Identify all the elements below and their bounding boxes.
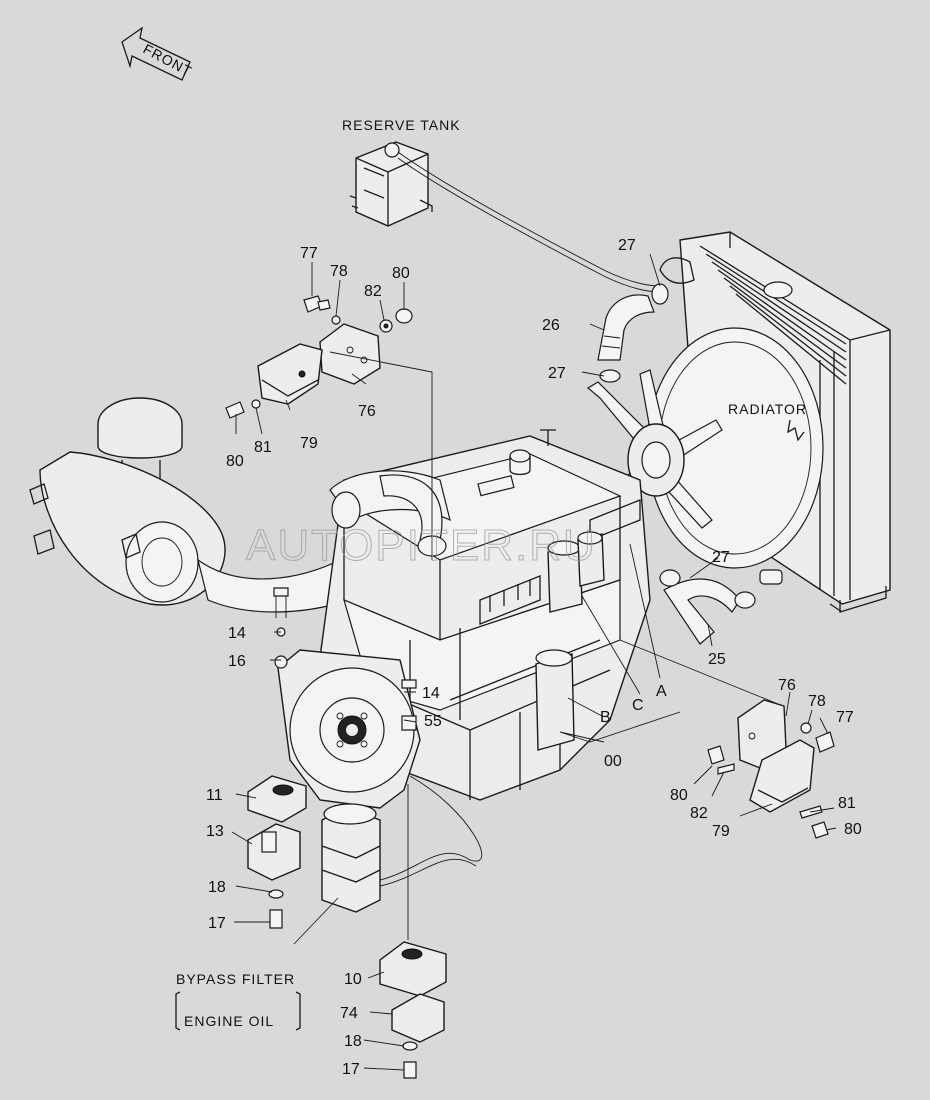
mount-right: [379, 941, 447, 1079]
reserve-tank: RESERVE TANK: [342, 117, 461, 227]
callout-26: 26: [542, 317, 560, 334]
callout-78-top: 78: [330, 263, 348, 280]
callout-82-top: 82: [364, 283, 382, 300]
callout-80-right-top: 80: [670, 787, 688, 804]
air-cleaner: [29, 397, 351, 613]
callout-00: 00: [604, 753, 622, 770]
callout-55: 55: [424, 713, 442, 730]
callout-80-top: 80: [392, 265, 410, 282]
callout-76-top: 76: [358, 403, 376, 420]
bypass-filter-label: BYPASS FILTER: [176, 971, 295, 987]
callout-25: 25: [708, 651, 726, 668]
callout-81-left: 81: [254, 439, 272, 456]
callout-labels: 77 78 82 80 76 79 80 81 27 26 27 27 25 1…: [206, 237, 862, 1078]
callout-13: 13: [206, 823, 224, 840]
callout-82-right: 82: [690, 805, 708, 822]
callout-27-middle: 27: [548, 365, 566, 382]
callout-79-right: 79: [712, 823, 730, 840]
callout-16: 16: [228, 653, 246, 670]
callout-74: 74: [340, 1005, 358, 1022]
callout-27-upper: 27: [618, 237, 636, 254]
mount-left: [247, 775, 307, 929]
callout-A: A: [656, 683, 667, 700]
engine-oil-label: ENGINE OIL: [184, 1013, 274, 1029]
overflow-hose: [397, 151, 661, 287]
callout-80-right-bottom: 80: [844, 821, 862, 838]
radiator: RADIATOR: [646, 231, 891, 613]
radiator-label: RADIATOR: [728, 401, 807, 417]
front-arrow: FRONT: [121, 26, 195, 81]
callout-14-left: 14: [228, 625, 246, 642]
callout-B: B: [600, 709, 611, 726]
callout-80-left: 80: [226, 453, 244, 470]
callout-27-lower: 27: [712, 549, 730, 566]
callout-18-bottom: 18: [344, 1033, 362, 1050]
callout-14-center: 14: [422, 685, 440, 702]
callout-77-top: 77: [300, 245, 318, 262]
hardware: [225, 295, 835, 839]
lower-radiator-hose: [659, 569, 756, 645]
callout-10: 10: [344, 971, 362, 988]
callout-18-left: 18: [208, 879, 226, 896]
callout-11: 11: [206, 787, 223, 804]
leader-lines: [231, 253, 837, 1071]
bracket-left: [257, 323, 381, 405]
callout-17-bottom: 17: [342, 1061, 360, 1078]
callout-77-right: 77: [836, 709, 854, 726]
callout-76-right: 76: [778, 677, 796, 694]
callout-17-left: 17: [208, 915, 226, 932]
callout-81-right: 81: [838, 795, 856, 812]
callout-C: C: [632, 697, 644, 714]
callout-79-top: 79: [300, 435, 318, 452]
reserve-tank-label: RESERVE TANK: [342, 117, 461, 133]
bypass-filter: BYPASS FILTER ENGINE OIL: [175, 775, 483, 1031]
flywheel-housing: [277, 649, 421, 809]
watermark: AUTOPITER.RU: [246, 521, 597, 570]
fuel-filters: [535, 531, 605, 751]
callout-78-right: 78: [808, 693, 826, 710]
cooling-fan: [586, 369, 723, 533]
bracket-right: [737, 699, 815, 813]
upper-radiator-hose: [597, 283, 669, 383]
